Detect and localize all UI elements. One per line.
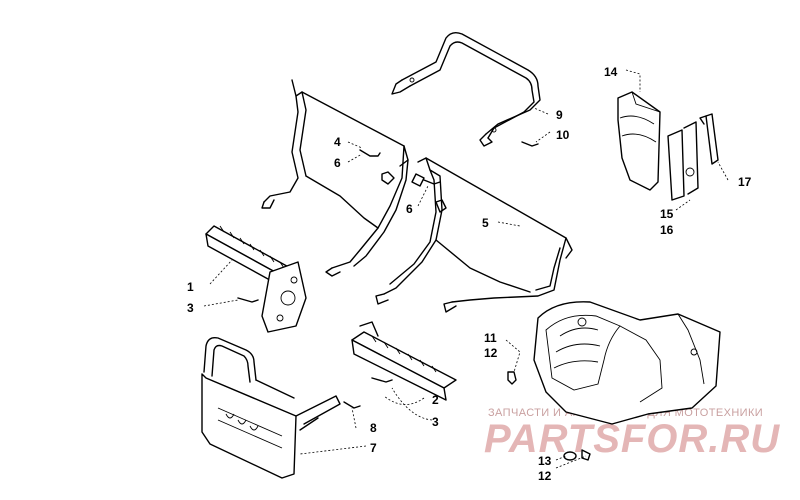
bolt-10	[521, 141, 539, 147]
side-panel-part	[617, 91, 661, 191]
leader-lines	[203, 69, 729, 469]
bolt-6-right	[423, 179, 441, 185]
bolt-3-left	[237, 297, 259, 303]
callout-6-upper: 6	[334, 156, 341, 170]
bolt-6-upper	[359, 149, 381, 157]
callout-7: 7	[370, 441, 377, 455]
callout-16: 16	[660, 223, 674, 237]
left-footrest-part	[205, 225, 307, 333]
callout-8: 8	[370, 421, 377, 435]
allen-key-part	[699, 113, 719, 165]
bolt-12	[507, 371, 517, 385]
callout-17: 17	[738, 175, 752, 189]
fasteners	[237, 141, 591, 461]
upper-bar-part	[391, 31, 541, 147]
clip-part	[667, 121, 699, 201]
callout-11: 11	[484, 331, 497, 345]
callout-6-right: 6	[406, 202, 413, 216]
callout-1: 1	[187, 280, 194, 294]
callout-4: 4	[334, 135, 341, 149]
fender-panel-part	[533, 301, 721, 425]
washer-13	[563, 451, 577, 461]
watermark: ЗАПЧАСТИ И АКСЕССУАРЫ ДЛЯ МОТОТЕХНИКИ PA…	[484, 407, 780, 461]
callout-13: 13	[538, 454, 552, 468]
right-footrest-part	[351, 321, 457, 401]
callout-labels: 1 3 4 6 6 5 9 10 14 15 16 17 2 3 8 7 11 …	[187, 65, 752, 483]
callout-12-lower: 12	[538, 469, 552, 483]
bolt-8	[343, 401, 361, 409]
bolt-3-right	[371, 377, 393, 383]
lower-guard-part	[201, 336, 341, 479]
watermark-logo: PARTSFOR.RU	[484, 417, 780, 461]
callout-2: 2	[432, 393, 439, 407]
callout-10: 10	[556, 128, 570, 142]
callout-14: 14	[604, 65, 618, 79]
callout-15: 15	[660, 207, 674, 221]
callout-3-right: 3	[432, 415, 439, 429]
bolt-12-lower	[581, 449, 591, 461]
left-frame-part	[261, 79, 409, 277]
callout-9: 9	[556, 108, 563, 122]
callout-3-left: 3	[187, 301, 194, 315]
callout-12-upper: 12	[484, 346, 498, 360]
right-frame-part	[375, 157, 573, 313]
callout-5: 5	[482, 216, 489, 230]
